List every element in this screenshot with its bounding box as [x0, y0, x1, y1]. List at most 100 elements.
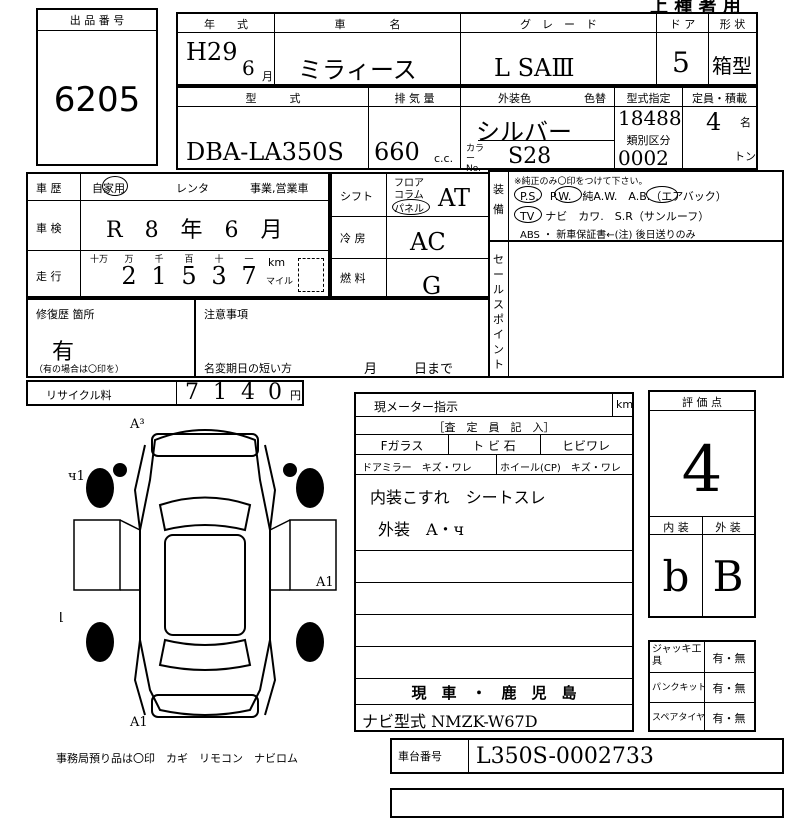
chassis-value: L350S-0002733	[476, 744, 654, 769]
year-value: H29	[186, 38, 238, 66]
doors-value: 5	[672, 46, 690, 79]
ac-label: 冷 房	[340, 232, 366, 245]
car-name: ミラィース	[298, 56, 417, 84]
capacity-value: 4	[706, 108, 722, 136]
lot-label: 出 品 番 号	[69, 14, 125, 27]
rename-day: 日まで	[414, 362, 454, 377]
grade-label: グ レ ー ド	[520, 18, 597, 31]
score-label: 評 価 点	[682, 396, 722, 409]
damage-mark: ч1	[68, 469, 85, 484]
meter-label: 現メーター指示	[374, 400, 459, 414]
class-value: 0002	[618, 146, 669, 170]
class-label: 類別区分	[626, 134, 671, 147]
inspection-label: 車 検	[36, 222, 62, 235]
header-row1: 年 式 車 名 グ レ ー ド ド ア 形 状 H29 6 月 ミラィース L …	[176, 12, 758, 86]
mirror-label: ドアミラー キズ・ワレ	[362, 463, 472, 474]
chassis-label: 車台番号	[398, 750, 442, 763]
score-value: 4	[681, 433, 723, 507]
recycle-box: リサイクル料 7 1 4 0 円	[26, 380, 304, 406]
tool-label: パンクキット	[652, 683, 707, 693]
recycle-unit: 円	[290, 389, 301, 402]
rename-month: 月	[364, 362, 378, 377]
type-designation-label: 型式指定	[626, 92, 671, 105]
fuel-value: G	[422, 272, 442, 300]
history-option-business: 事業,営業車	[250, 182, 309, 195]
model-label: 型 式	[245, 92, 301, 105]
history-circle-mark	[102, 176, 128, 196]
mileage-label: 走 行	[36, 270, 62, 283]
shape-label: 形 状	[719, 18, 746, 31]
tool-label: スペアタイヤ	[652, 713, 706, 723]
keys-note: 事務局預り品は〇印 カギ リモコン ナビロム	[56, 752, 298, 765]
sales-point-label: セールスポイント	[493, 253, 504, 371]
year-label: 年 式	[204, 18, 248, 31]
model-value: DBA-LA350S	[186, 138, 344, 166]
doors-label: ド ア	[669, 18, 696, 31]
km-unit: km	[268, 256, 286, 269]
shift-option: コラム	[394, 190, 424, 201]
rename-label: 名変期日の短い方	[204, 362, 292, 375]
damage-mark: A1	[129, 715, 148, 730]
repair-note: （有の場合は〇印を）	[34, 365, 125, 375]
color-no-value: S28	[508, 144, 552, 169]
month-value: 6	[242, 56, 255, 80]
sales-point-box: セールスポイント	[488, 240, 784, 378]
equipment-box: 装備 ※純正のみ〇印をつけて下さい。 P.S. P.W. 純A.W. A.B.（…	[488, 170, 784, 242]
recycle-digit: 1	[213, 380, 227, 405]
mileage-digit: 2	[121, 262, 137, 290]
recycle-digit: 0	[268, 380, 282, 405]
capacity-unit: 名	[740, 116, 751, 129]
equipment-line2: TV ナビ カワ. S.R（サンルーフ）	[520, 210, 710, 223]
shift-option: フロア	[394, 178, 424, 189]
equipment-label: 装備	[493, 183, 504, 216]
history-box: 車 歴 自家用 レンタ 事業,営業車 車 検 R 8 年 6 月 走 行 十万 …	[26, 172, 330, 298]
inspector-item: ト ビ 石	[472, 439, 516, 453]
shift-label: シフト	[340, 190, 373, 203]
shape-value: 箱型	[712, 54, 752, 78]
circle-pw	[554, 186, 582, 203]
lot-box: 出 品 番 号 6205	[36, 8, 158, 166]
repair-label: 修復歴 箇所	[36, 308, 95, 321]
type-designation-value: 18488	[618, 106, 682, 130]
specs-box: シフト フロア コラム パネル AT 冷 房 AC 燃 料 G	[330, 172, 490, 300]
header-row2: 型 式 排 気 量 外装色 色替 型式指定 定員・積載 類別区分 DBA-LA3…	[176, 86, 758, 174]
interior-label: 内 装	[663, 521, 689, 534]
interior-score: b	[662, 552, 690, 601]
disp-unit: c.c.	[434, 152, 454, 165]
damage-mark: A1	[315, 575, 334, 590]
repair-value: 有	[52, 340, 75, 365]
equipment-line1: P.S. P.W. 純A.W. A.B.（エアバック）	[520, 190, 727, 203]
recolor-label: 色替	[584, 92, 606, 105]
recycle-digit: 7	[185, 380, 199, 405]
digit-label: 一	[244, 255, 254, 265]
inspector-box: 現メーター指示 km ［査 定 員 記 入］ Fガラス ト ビ 石 ヒビワレ ド…	[354, 392, 634, 732]
circle-tv	[514, 206, 542, 223]
disp-value: 660	[374, 138, 420, 166]
lot-number: 6205	[53, 80, 141, 120]
history-option-rental: レンタ	[176, 182, 209, 195]
chassis-box: 車台番号 L350S-0002733	[390, 738, 784, 774]
color-label: 外装色	[498, 92, 531, 105]
digit-label: 十	[214, 255, 224, 265]
exterior-label: 外 装	[715, 521, 741, 534]
recycle-digit: 4	[241, 380, 255, 405]
navi-model: ナビ型式 NMZK-W67D	[362, 712, 538, 731]
inspector-item: Fガラス	[380, 439, 424, 453]
mile-checkbox	[298, 258, 324, 292]
bottom-box	[390, 788, 784, 818]
shift-value: AT	[438, 184, 471, 212]
inspector-comment: 内装こすれ シートスレ	[370, 488, 546, 507]
tool-value: 有・無	[712, 682, 746, 695]
mileage-digit: 3	[211, 262, 227, 290]
tool-label: ジャッキ工具	[652, 644, 702, 667]
equipment-note: ※純正のみ〇印をつけて下さい。	[514, 177, 648, 187]
digit-label: 百	[184, 255, 194, 265]
inspector-item: ヒビワレ	[561, 439, 610, 453]
mileage-digit: 5	[181, 262, 197, 290]
capacity-label: 定員・積載	[692, 92, 747, 105]
recycle-label: リサイクル料	[46, 389, 112, 402]
notes-box: 注意事項 名変期日の短い方 月 日まで	[194, 298, 490, 378]
name-label: 車 名	[334, 18, 401, 31]
car-damage-diagram: A³ ч1 A1 ч1 A1	[60, 417, 337, 730]
mileage-digit: 7	[241, 262, 257, 290]
